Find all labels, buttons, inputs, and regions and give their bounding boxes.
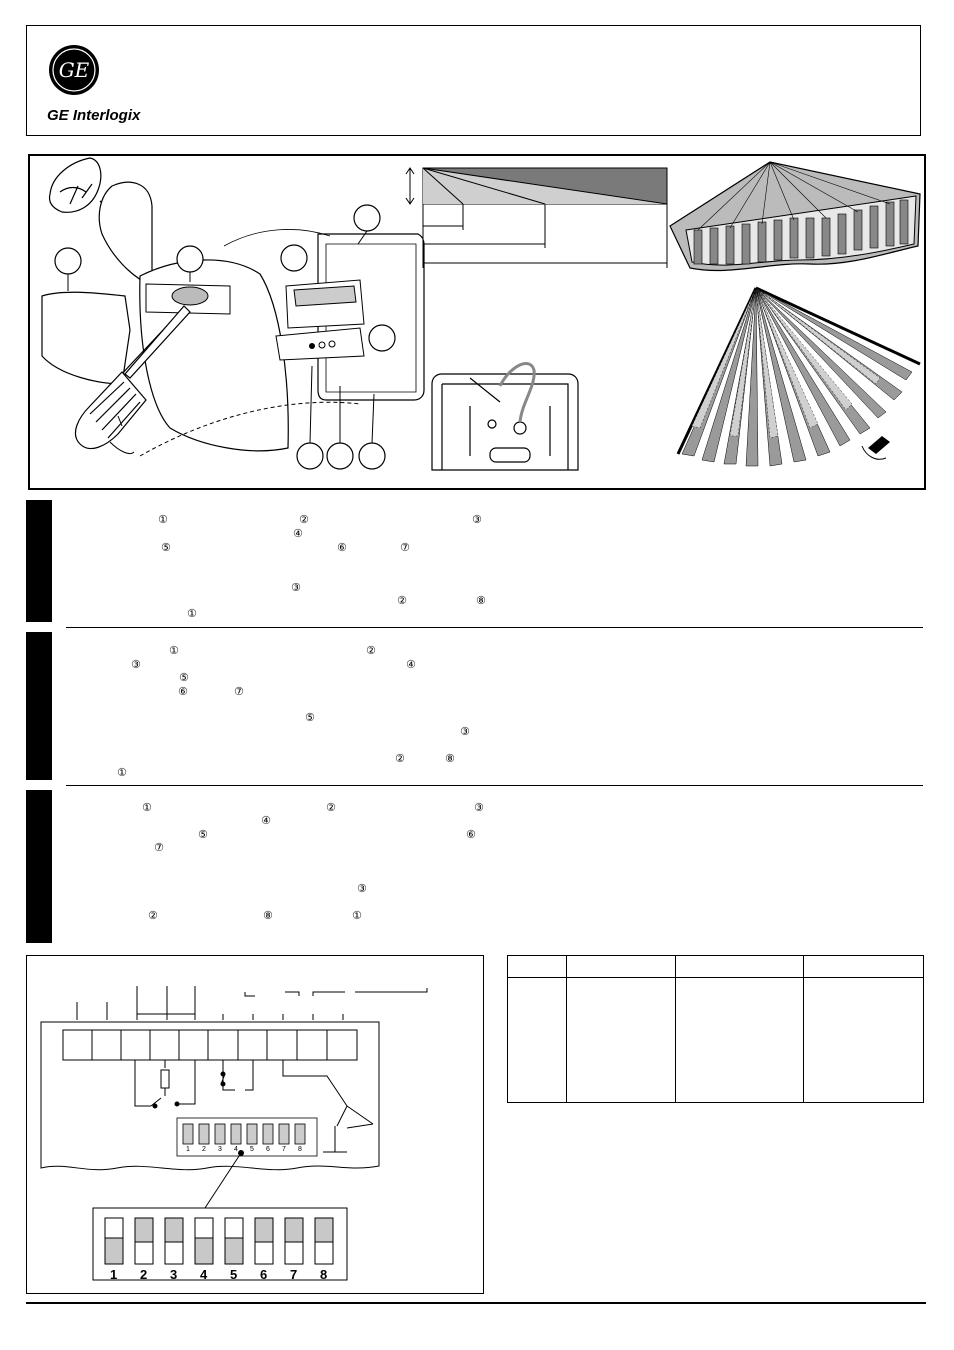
header-box: GE GE Interlogix <box>26 25 921 136</box>
callout-mark: ② <box>366 644 376 657</box>
callout-mark: ② <box>326 801 336 814</box>
dip-number: 6 <box>260 1267 268 1282</box>
callout-mark: ② <box>148 909 158 922</box>
illustration-box <box>28 154 926 490</box>
table-header-cell <box>803 955 924 978</box>
callout-mark: ② <box>299 513 309 526</box>
table-header-cell <box>507 955 567 978</box>
section-tab-2 <box>26 632 52 780</box>
dip-number: 3 <box>170 1267 178 1282</box>
table-header-row <box>507 955 924 978</box>
section-divider-2 <box>66 785 923 786</box>
callout-mark: ① <box>158 513 168 526</box>
table-header-cell <box>675 955 804 978</box>
small-dip-number: 7 <box>282 1146 286 1153</box>
small-dip-number: 3 <box>218 1146 222 1153</box>
callout-mark: ① <box>142 801 152 814</box>
section-tab-1 <box>26 500 52 622</box>
large-dip-labels: 1 2 3 4 5 6 7 8 <box>93 1267 347 1282</box>
callout-mark: ④ <box>261 814 271 827</box>
dip-number: 7 <box>290 1267 298 1282</box>
callout-mark: ⑤ <box>305 711 315 724</box>
wiring-diagram-box: 1 2 3 4 5 6 7 8 1 2 3 4 5 6 7 8 <box>26 955 484 1294</box>
callout-mark: ⑦ <box>234 685 244 698</box>
dip-number: 5 <box>230 1267 238 1282</box>
ge-logo-mark: GE <box>49 45 99 95</box>
small-dip-labels: 1 2 3 4 5 6 7 8 <box>181 1146 317 1156</box>
small-dip-number: 8 <box>298 1146 302 1153</box>
table-row <box>507 977 924 1103</box>
section-tab-3 <box>26 790 52 943</box>
ge-logo: GE <box>48 44 100 96</box>
callout-mark: ⑧ <box>476 594 486 607</box>
callout-mark: ⑥ <box>466 828 476 841</box>
callout-mark: ⑤ <box>198 828 208 841</box>
small-dip-number: 2 <box>202 1146 206 1153</box>
small-dip-number: 1 <box>186 1146 190 1153</box>
hand-illustration <box>48 157 117 227</box>
range-diagram <box>405 167 668 268</box>
coverage-top-view <box>676 286 921 467</box>
large-dip-switch <box>92 1207 348 1281</box>
callout-mark: ⑥ <box>337 541 347 554</box>
callout-mark: ② <box>397 594 407 607</box>
wiring-diagram <box>40 986 428 1281</box>
callout-mark: ⑧ <box>445 752 455 765</box>
callout-mark: ③ <box>131 658 141 671</box>
callout-mark: ③ <box>357 882 367 895</box>
callout-mark: ③ <box>291 581 301 594</box>
table-cell <box>566 977 676 1103</box>
callout-mark: ⑤ <box>161 541 171 554</box>
callout-mark: ⑤ <box>179 671 189 684</box>
callout-mark: ① <box>117 766 127 779</box>
installation-diagram <box>41 157 921 471</box>
coverage-3d <box>669 161 921 272</box>
small-dip-number: 6 <box>266 1146 270 1153</box>
callout-mark: ③ <box>460 725 470 738</box>
dip-number: 1 <box>110 1267 118 1282</box>
svg-text:GE: GE <box>59 58 90 82</box>
dip-number: 4 <box>200 1267 208 1282</box>
dip-number: 2 <box>140 1267 148 1282</box>
callout-mark: ⑦ <box>154 841 164 854</box>
callout-mark: ① <box>352 909 362 922</box>
callout-mark: ⑥ <box>178 685 188 698</box>
small-dip-number: 5 <box>250 1146 254 1153</box>
callout-mark: ① <box>187 607 197 620</box>
callout-mark: ③ <box>474 801 484 814</box>
small-dip-number: 4 <box>234 1146 238 1153</box>
table-header-cell <box>566 955 676 978</box>
callout-mark: ⑧ <box>263 909 273 922</box>
table-cell <box>803 977 924 1103</box>
screwdriver-illustration <box>75 305 191 449</box>
table-cell <box>507 977 567 1103</box>
back-plate-illustration <box>431 362 579 471</box>
small-dip-switch <box>176 1117 318 1157</box>
callout-mark: ⑦ <box>400 541 410 554</box>
callout-mark: ① <box>169 644 179 657</box>
brand-name: GE Interlogix <box>47 107 141 124</box>
footer-rule <box>26 1302 926 1304</box>
section-divider-1 <box>66 627 923 628</box>
callout-mark: ② <box>395 752 405 765</box>
dip-number: 8 <box>320 1267 328 1282</box>
spec-table <box>507 955 924 1103</box>
table-cell <box>675 977 804 1103</box>
callout-mark: ④ <box>293 527 303 540</box>
callout-mark: ③ <box>472 513 482 526</box>
callout-mark: ④ <box>406 658 416 671</box>
